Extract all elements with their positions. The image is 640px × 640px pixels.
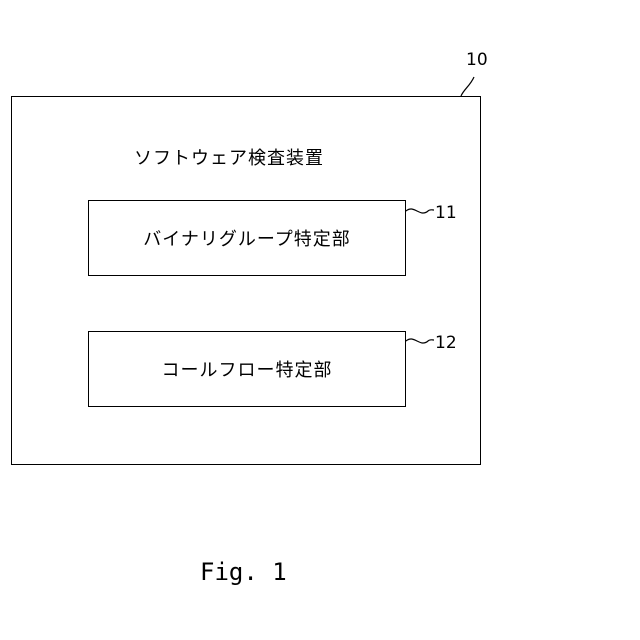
call-flow-identification-label: コールフロー特定部 bbox=[162, 356, 333, 382]
device-title: ソフトウェア検査装置 bbox=[134, 144, 324, 170]
binary-group-identification-box: バイナリグループ特定部 bbox=[88, 200, 406, 276]
figure-caption: Fig. 1 bbox=[200, 558, 287, 586]
call-flow-identification-box: コールフロー特定部 bbox=[88, 331, 406, 407]
reference-number-11: 11 bbox=[435, 203, 457, 223]
reference-number-12: 12 bbox=[435, 333, 457, 353]
leader-line-10 bbox=[461, 77, 474, 96]
reference-number-10: 10 bbox=[466, 50, 488, 70]
binary-group-identification-label: バイナリグループ特定部 bbox=[143, 225, 351, 251]
